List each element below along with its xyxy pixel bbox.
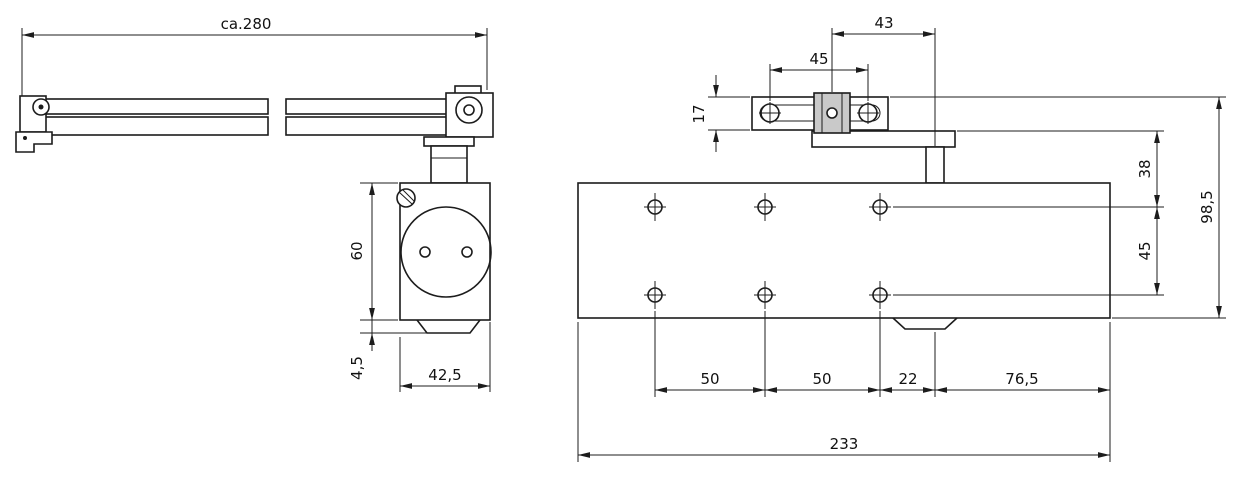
plate-screw-left	[759, 102, 781, 124]
dim-label-body-width: 42,5	[428, 366, 461, 384]
arm-end-foot	[15, 131, 53, 153]
adjustment-screw-hatch-1	[398, 191, 413, 205]
arm-bar-front	[811, 130, 956, 148]
dim-hole-row-spacing: 45	[893, 207, 1164, 296]
dim-label-hole-spacing-mid: 50	[812, 370, 831, 388]
dim-plate-height: 17	[690, 75, 750, 152]
dim-top-to-hole-row: 38	[893, 130, 1164, 208]
dim-foot-height: 4,5	[348, 320, 430, 380]
dim-pivot-to-spindle: 43	[831, 14, 936, 146]
plate-screw-right	[857, 102, 879, 124]
arm-hub	[813, 92, 851, 134]
dim-body-width: 42,5	[399, 322, 491, 392]
dim-overall-height: 98,5	[890, 96, 1226, 319]
dim-label-foot-height: 4,5	[348, 356, 366, 380]
fork-pivot-outer	[455, 96, 483, 124]
front-view: 43 45 17 38 45	[577, 14, 1226, 462]
hub-pivot	[826, 107, 838, 119]
dim-label-overall-height: 98,5	[1198, 190, 1216, 223]
valve-hole-left	[419, 246, 431, 258]
mounting-hole	[644, 193, 666, 221]
side-view: ca.280 60 4,5 42,5	[15, 15, 494, 392]
mounting-holes	[644, 193, 891, 309]
valve-hole-right	[461, 246, 473, 258]
dim-label-spindle-to-edge: 76,5	[1005, 370, 1038, 388]
arm-bar-bottom-right	[285, 116, 471, 136]
dim-label-hole-row-spacing: 45	[1136, 241, 1154, 260]
body-base-notch-front	[892, 317, 958, 330]
dim-label-plate-height: 17	[690, 104, 708, 123]
body-end-face	[400, 206, 492, 298]
adjustment-screw-hatch-2	[402, 189, 415, 202]
fork-pivot-inner	[463, 104, 475, 116]
mounting-hole	[754, 193, 776, 221]
arm-bar-bottom-left	[24, 116, 269, 136]
dim-label-overall-length: 233	[830, 435, 859, 453]
dim-label-top-to-hole-row: 38	[1136, 159, 1154, 178]
arm-end-foot-screw	[23, 136, 27, 140]
dim-label-hole-to-spindle: 22	[898, 370, 917, 388]
spindle-neck-side	[430, 145, 468, 184]
dim-overall-width: ca.280	[21, 15, 488, 96]
dim-label-hole-spacing-left: 50	[700, 370, 719, 388]
arm-front	[811, 130, 956, 184]
dim-label-overall-width: ca.280	[221, 15, 272, 33]
dim-label-plate-hole-spacing: 45	[809, 50, 828, 68]
dim-overall-length: 233	[578, 435, 1110, 458]
arm-assembly-side	[15, 85, 494, 184]
arm-end-pivot-pin	[38, 104, 44, 110]
spindle-flange-side	[423, 136, 475, 147]
mounting-hole	[644, 281, 666, 309]
spindle-front	[925, 146, 945, 184]
dim-label-pivot-to-spindle: 43	[874, 14, 893, 32]
mounting-hole	[754, 281, 776, 309]
dim-bottom-chain: 50 50 22 76,5	[577, 311, 1111, 462]
mounting-hole	[869, 281, 891, 309]
body-base-notch-side	[416, 319, 481, 334]
dim-label-body-height: 60	[348, 241, 366, 260]
mounting-plate	[751, 92, 889, 134]
closer-body-side	[396, 182, 492, 334]
dim-plate-hole-spacing: 45	[769, 50, 869, 101]
arm-bar-top-left	[24, 98, 269, 115]
mounting-hole	[869, 193, 891, 221]
dim-body-height: 60	[348, 182, 398, 321]
